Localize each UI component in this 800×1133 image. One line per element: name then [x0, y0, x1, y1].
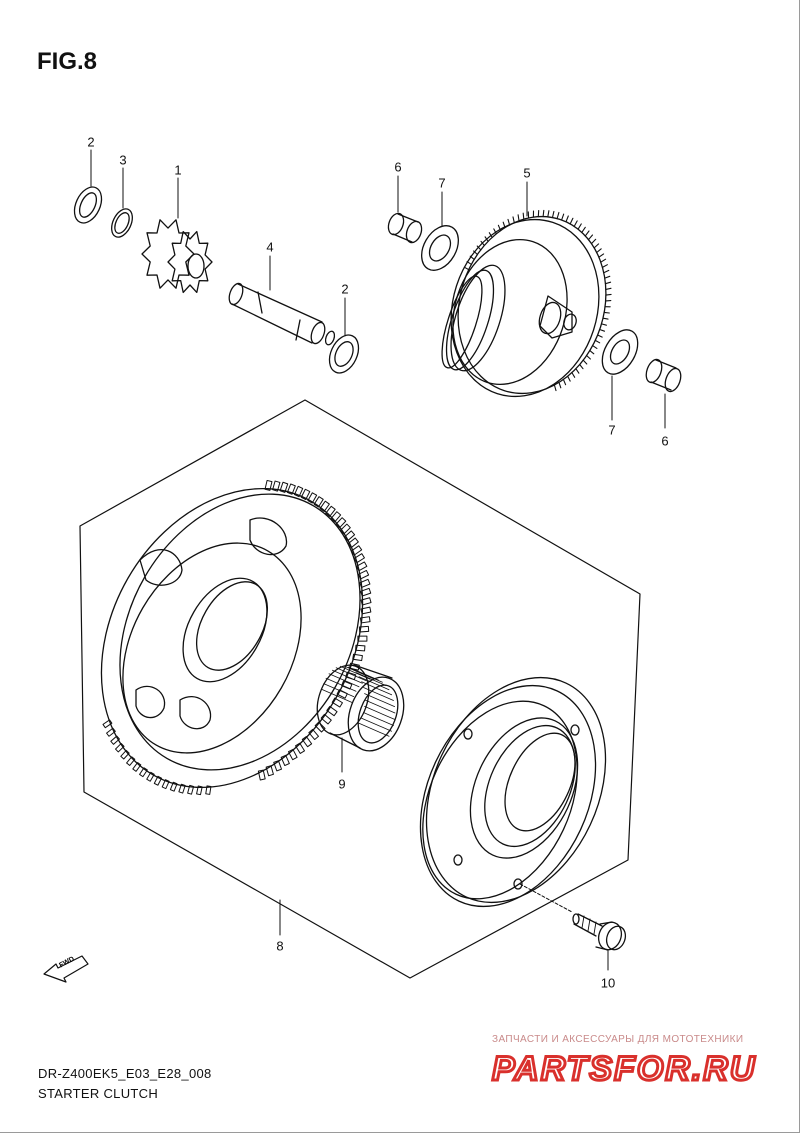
- watermark-brand: PARTSFOR.RU: [492, 1050, 756, 1088]
- callout-9: 9: [338, 776, 346, 792]
- callout-8: 8: [276, 938, 284, 954]
- callout-7-top: 7: [438, 175, 446, 191]
- leader-lines: [90, 149, 666, 971]
- idle-gear-part-1: [141, 219, 213, 294]
- callout-7-bottom: 7: [608, 422, 616, 438]
- watermark-logo: PARTSFOR.RU: [491, 1049, 756, 1090]
- thrust-washer-part-7-bottom: [601, 329, 639, 375]
- callout-5: 5: [523, 165, 531, 181]
- callout-3: 3: [119, 152, 127, 168]
- bushing-part-6-top: [387, 212, 423, 244]
- figure-caption: STARTER CLUTCH: [38, 1086, 159, 1101]
- bolt-part-10: [572, 913, 627, 951]
- starter-driven-gear-part-5: [441, 209, 612, 398]
- model-code: DR-Z400EK5_E03_E28_008: [38, 1066, 212, 1081]
- callout-10: 10: [600, 975, 616, 991]
- watermark-tagline: ЗАПЧАСТИ И АКСЕССУАРЫ ДЛЯ МОТОТЕХНИКИ: [492, 1034, 744, 1045]
- fwd-arrow-icon: [43, 955, 89, 983]
- callout-2-left: 2: [87, 134, 95, 150]
- one-way-clutch: [419, 676, 607, 908]
- needle-bearing-part-9: [316, 664, 405, 752]
- callout-6-bottom: 6: [661, 433, 669, 449]
- assembly-outline-part-8: [79, 399, 641, 979]
- callout-4: 4: [266, 239, 274, 255]
- callout-2-right: 2: [341, 281, 349, 297]
- figure-title: FIG.8: [37, 48, 98, 75]
- callout-1: 1: [174, 162, 182, 178]
- washer-part-2-left: [73, 186, 103, 224]
- washer-part-2-right: [328, 334, 360, 374]
- thrust-washer-part-7-top: [421, 225, 459, 271]
- starter-clutch-gear: [100, 479, 372, 796]
- callout-6-top: 6: [394, 159, 402, 175]
- bushing-part-6-bottom: [645, 358, 682, 393]
- shaft-part-4: [228, 282, 336, 346]
- circlip-part-3: [111, 208, 133, 238]
